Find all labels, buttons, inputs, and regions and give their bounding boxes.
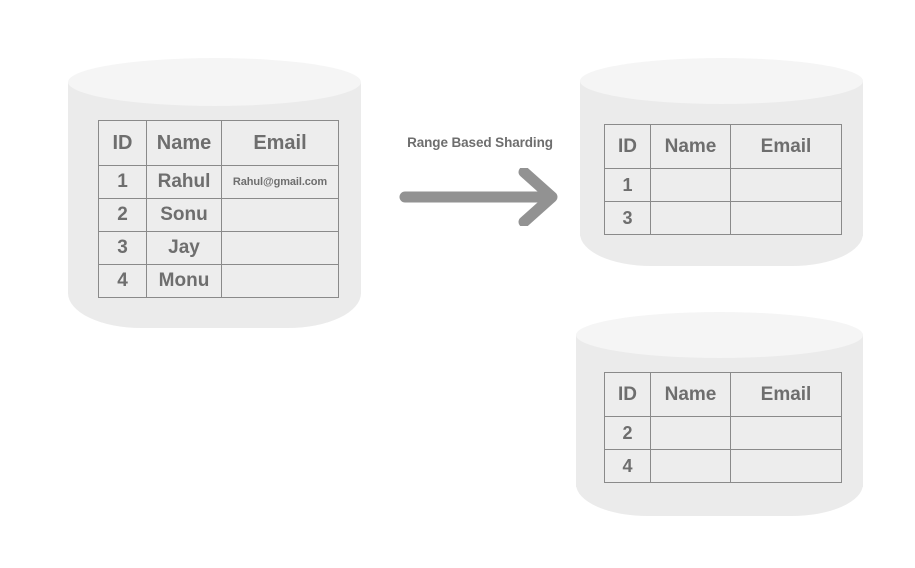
cylinder-top-ellipse bbox=[68, 58, 361, 106]
column-header-name: Name bbox=[146, 120, 222, 166]
table-row: 3 Jay bbox=[98, 231, 339, 265]
shard-one-table: ID Name Email 1 3 bbox=[604, 124, 842, 235]
column-header-name: Name bbox=[650, 124, 731, 169]
table-header-row: ID Name Email bbox=[604, 372, 842, 417]
cell-id: 1 bbox=[604, 168, 651, 202]
cell-name: Monu bbox=[146, 264, 222, 298]
cell-email bbox=[221, 231, 339, 265]
cell-name bbox=[650, 416, 731, 450]
source-table: ID Name Email 1 Rahul Rahul@gmail.com 2 … bbox=[98, 120, 339, 298]
cell-id: 2 bbox=[98, 198, 147, 232]
cell-email bbox=[730, 168, 842, 202]
column-header-id: ID bbox=[604, 372, 651, 417]
table-row: 4 bbox=[604, 449, 842, 483]
cell-id: 2 bbox=[604, 416, 651, 450]
column-header-email: Email bbox=[730, 124, 842, 169]
right-arrow-icon bbox=[399, 168, 558, 226]
table-row: 1 Rahul Rahul@gmail.com bbox=[98, 165, 339, 199]
cell-email bbox=[730, 201, 842, 235]
table-row: 1 bbox=[604, 168, 842, 202]
cell-email bbox=[730, 449, 842, 483]
cell-id: 3 bbox=[604, 201, 651, 235]
cell-id: 4 bbox=[98, 264, 147, 298]
cell-email: Rahul@gmail.com bbox=[221, 165, 339, 199]
cell-id: 1 bbox=[98, 165, 147, 199]
table-row: 3 bbox=[604, 201, 842, 235]
column-header-email: Email bbox=[221, 120, 339, 166]
table-row: 2 bbox=[604, 416, 842, 450]
cell-name: Jay bbox=[146, 231, 222, 265]
cell-email bbox=[221, 264, 339, 298]
cylinder-top-ellipse bbox=[576, 312, 863, 358]
cell-email bbox=[221, 198, 339, 232]
shard-two-table: ID Name Email 2 4 bbox=[604, 372, 842, 483]
table-row: 2 Sonu bbox=[98, 198, 339, 232]
table-header-row: ID Name Email bbox=[604, 124, 842, 169]
cell-name: Sonu bbox=[146, 198, 222, 232]
cell-name bbox=[650, 201, 731, 235]
cell-name: Rahul bbox=[146, 165, 222, 199]
column-header-id: ID bbox=[604, 124, 651, 169]
table-row: 4 Monu bbox=[98, 264, 339, 298]
cell-email bbox=[730, 416, 842, 450]
column-header-id: ID bbox=[98, 120, 147, 166]
column-header-name: Name bbox=[650, 372, 731, 417]
cell-name bbox=[650, 449, 731, 483]
cell-name bbox=[650, 168, 731, 202]
cell-id: 4 bbox=[604, 449, 651, 483]
column-header-email: Email bbox=[730, 372, 842, 417]
cylinder-top-ellipse bbox=[580, 58, 863, 104]
sharding-label: Range Based Sharding bbox=[407, 135, 553, 150]
table-header-row: ID Name Email bbox=[98, 120, 339, 166]
cell-id: 3 bbox=[98, 231, 147, 265]
